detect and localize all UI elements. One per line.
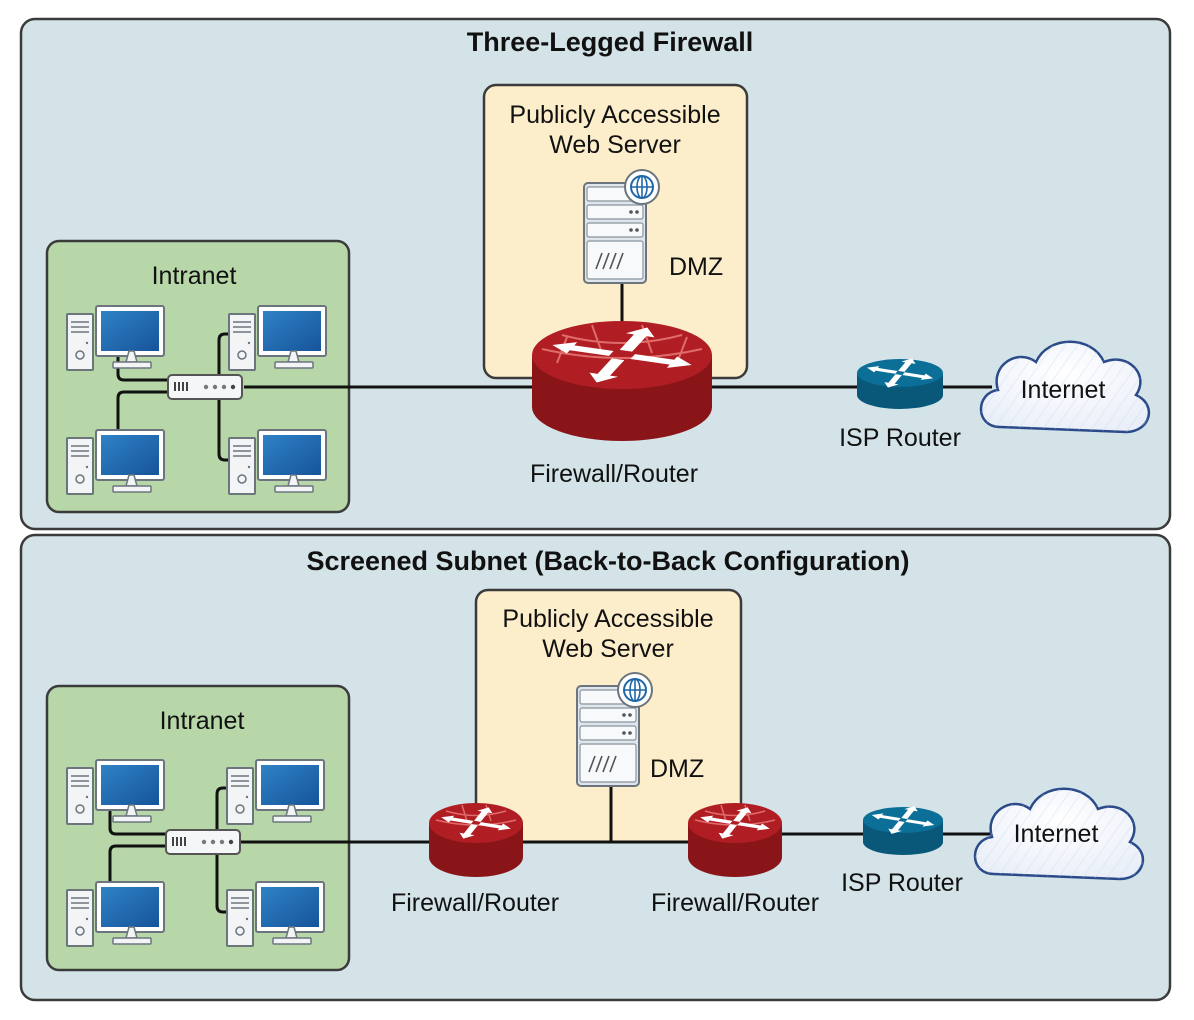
bottom-internet-label: Internet (1014, 820, 1099, 848)
top-title: Three-Legged Firewall (467, 27, 754, 57)
top-dmz-label: DMZ (669, 253, 723, 281)
top-firewall-label: Firewall/Router (530, 460, 698, 488)
top-isp-router-label: ISP Router (839, 424, 961, 452)
bottom-firewall-inner-icon (429, 803, 523, 877)
bottom-dmz-server-label-line1: Publicly Accessible (502, 605, 713, 633)
top-intranet-label: Intranet (152, 262, 237, 290)
top-switch-icon (167, 374, 243, 400)
bottom-isp-router-label: ISP Router (841, 869, 963, 897)
bottom-switch-icon (165, 829, 241, 855)
bottom-isp-router-icon (863, 804, 943, 855)
bottom-dmz-server-label-line2: Web Server (542, 635, 674, 663)
bottom-dmz-label: DMZ (650, 755, 704, 783)
bottom-wiring (108, 782, 990, 914)
bottom-intranet-label: Intranet (160, 707, 245, 735)
bottom-firewall-inner-label: Firewall/Router (391, 889, 559, 917)
top-dmz-server-label-line1: Publicly Accessible (509, 101, 720, 129)
top-isp-router-icon (857, 357, 943, 409)
top-dmz-server-label-line2: Web Server (549, 131, 681, 159)
bottom-title: Screened Subnet (Back-to-Back Configurat… (306, 546, 909, 576)
top-internet-label: Internet (1021, 376, 1106, 404)
top-firewall-icon (532, 321, 712, 441)
bottom-firewall-outer-icon (688, 803, 782, 877)
bottom-firewall-outer-label: Firewall/Router (651, 889, 819, 917)
